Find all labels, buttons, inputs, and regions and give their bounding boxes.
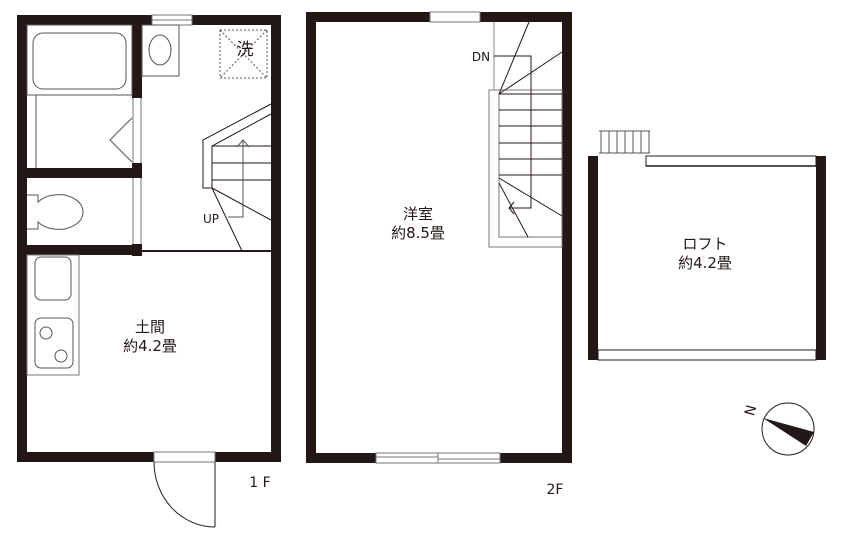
room-area: 約4.2畳 — [678, 253, 732, 272]
door-swing — [153, 461, 216, 528]
room-area: 約8.5畳 — [391, 223, 445, 242]
stairs-1f — [202, 103, 272, 252]
floor-2-label: 2F — [546, 482, 564, 498]
room-area: 約4.2畳 — [123, 336, 177, 355]
wash-basin — [141, 24, 180, 77]
room-doma: 土間 約4.2畳 — [100, 318, 200, 356]
room-loft: ロフト 約4.2畳 — [655, 235, 755, 273]
stove — [34, 317, 74, 369]
washer-label: 洗 — [236, 40, 254, 60]
stairs-up-label: UP — [202, 212, 220, 226]
floor-1-label: 1 F — [249, 475, 271, 491]
bathtub — [26, 24, 133, 96]
loft-plan — [588, 130, 826, 361]
room-western: 洋室 約8.5畳 — [368, 205, 468, 243]
window — [429, 11, 481, 23]
washer-space — [219, 29, 268, 79]
loft-ladder — [599, 130, 650, 154]
entrance-door — [153, 451, 216, 463]
floor-2-plan — [306, 11, 572, 464]
north-arrow-icon — [761, 402, 815, 456]
folding-door — [109, 117, 133, 163]
floor-1-plan — [17, 14, 281, 528]
room-name: 洋室 — [402, 205, 433, 223]
stairs-2f — [488, 21, 563, 248]
sink — [34, 256, 72, 301]
sliding-window — [375, 452, 501, 464]
room-name: 土間 — [134, 318, 165, 336]
toilet — [27, 194, 84, 230]
kitchen-counter — [26, 254, 80, 376]
room-name: ロフト — [682, 235, 728, 253]
stairs-down-label: DN — [471, 50, 491, 64]
